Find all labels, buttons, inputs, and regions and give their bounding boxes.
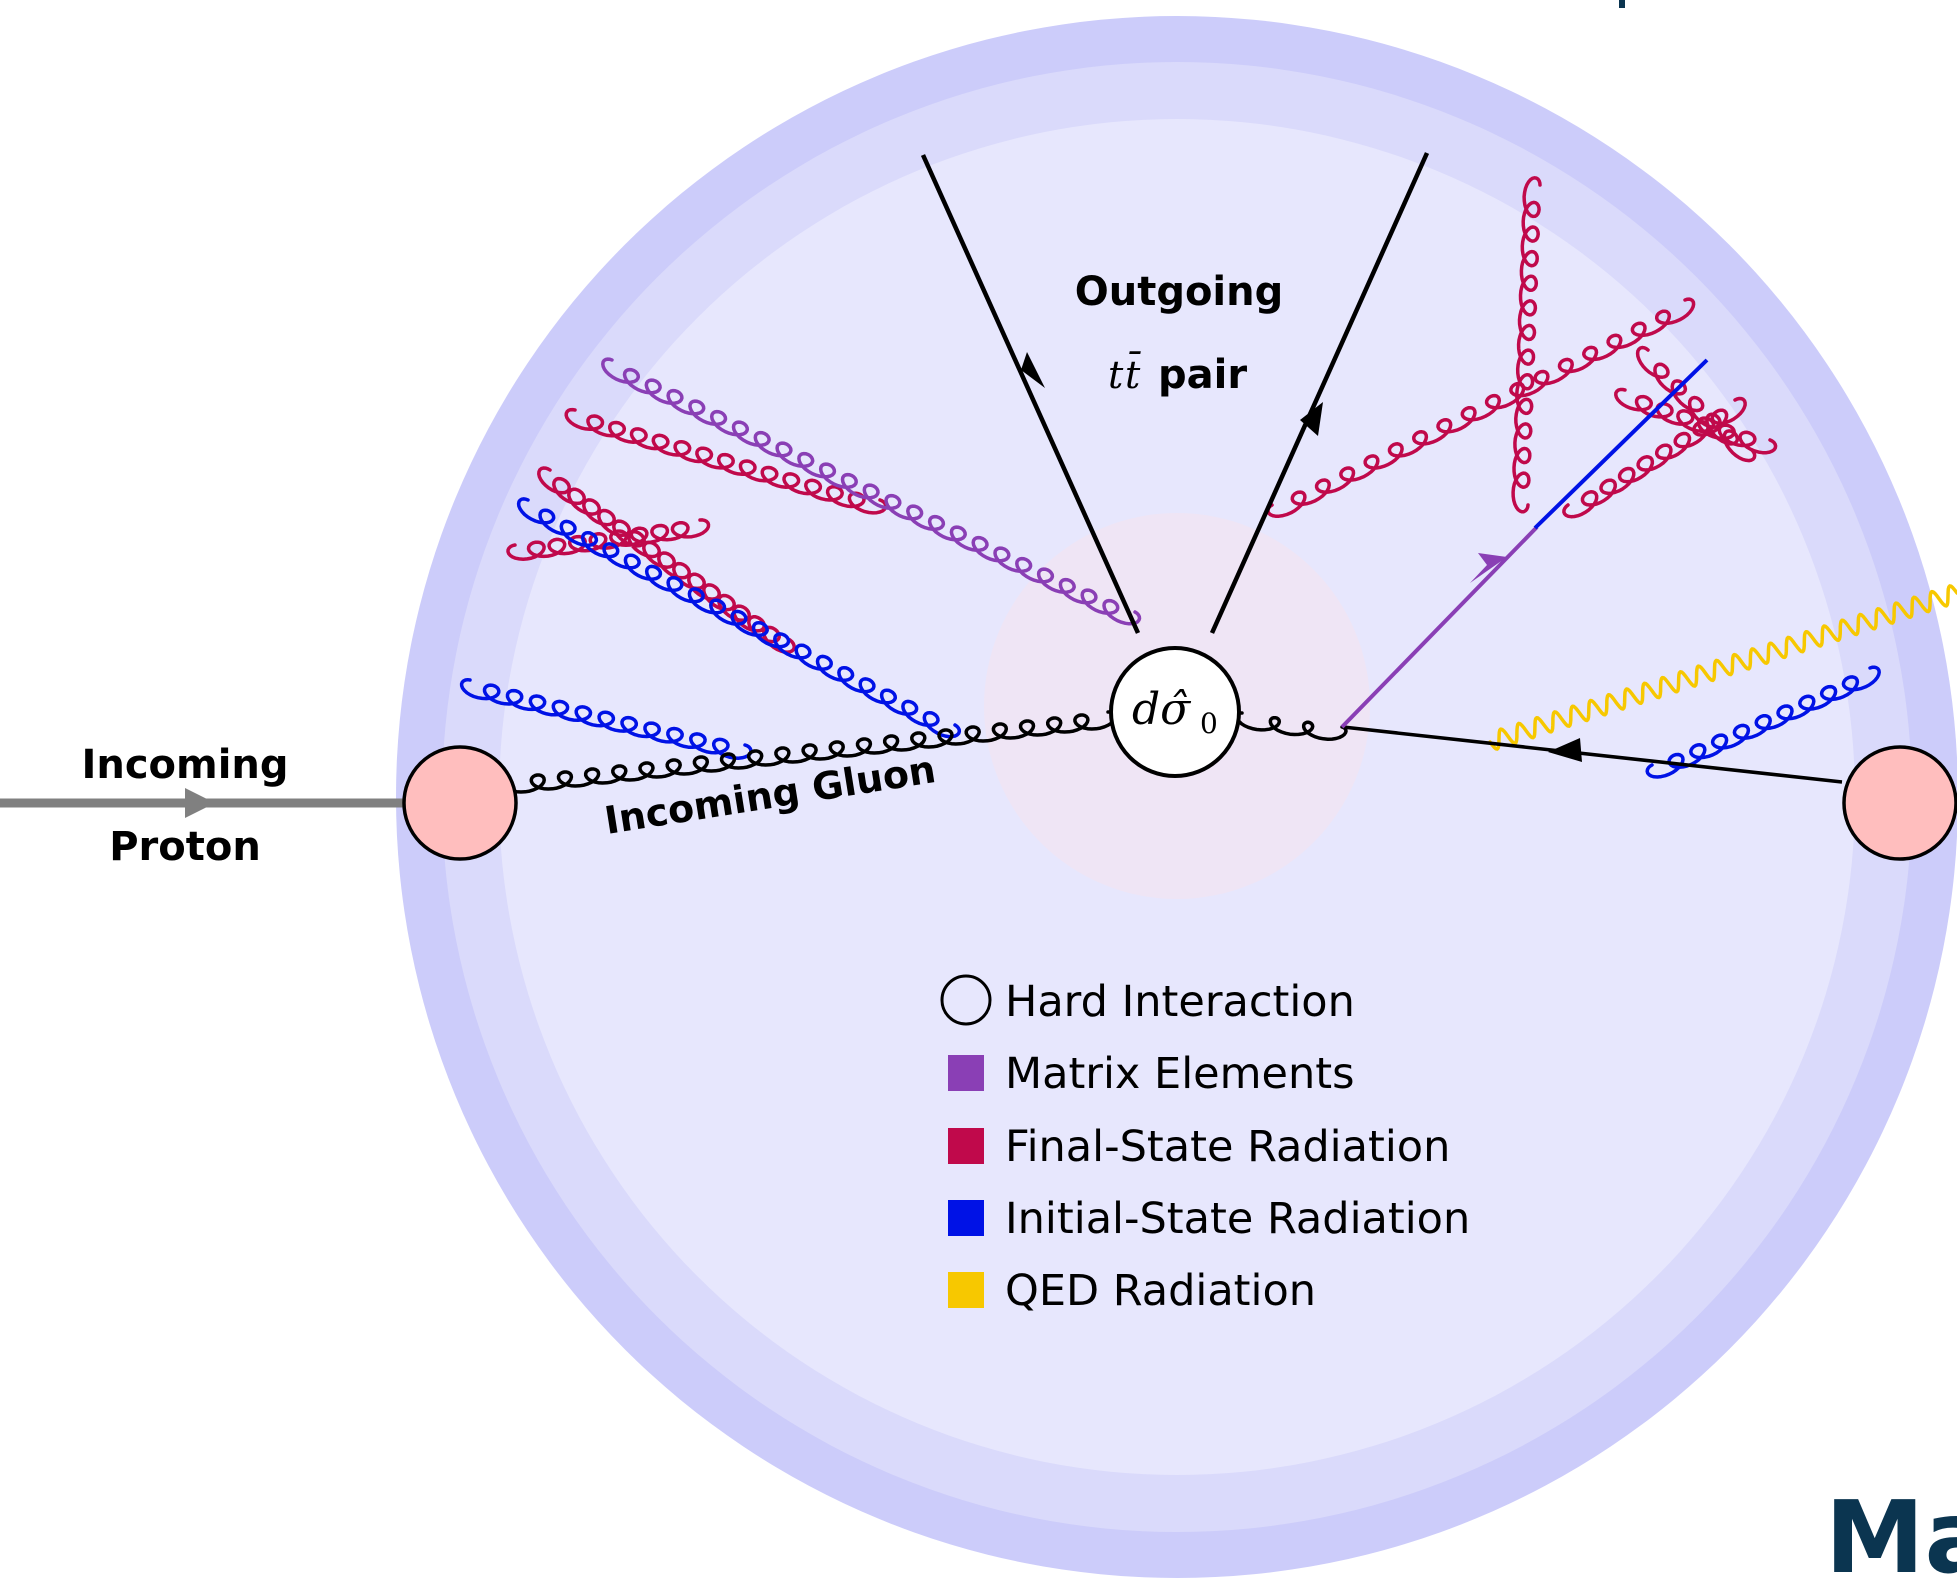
antitop-symbol: t̄: [1125, 352, 1142, 397]
hard-interaction-vertex: [1109, 646, 1241, 778]
outgoing-top-arrowhead: [1021, 352, 1045, 388]
incoming-quark-arrowhead: [1548, 738, 1582, 762]
fsr-gluon: [1511, 176, 1542, 514]
legend-label-initial-state: Initial-State Radiation: [1005, 1194, 1470, 1244]
top-symbol: t: [1108, 353, 1124, 397]
legend-label-hard-interaction: Hard Interaction: [1005, 977, 1355, 1027]
legend-marker-initial-state: [948, 1200, 984, 1236]
me-gluon: [601, 357, 1142, 626]
outgoing-top-line: [920, 154, 1141, 634]
incoming-quark-right: [1342, 725, 1843, 784]
fsr-gluon: [564, 407, 888, 515]
incoming-gluon-curl: [502, 710, 1117, 794]
qed-photon: [1488, 584, 1957, 751]
outgoing-antitop-arrowhead: [1300, 402, 1323, 436]
incoming-proton-label-line1: Incoming: [81, 742, 288, 788]
legend-marker-qed: [948, 1272, 984, 1308]
matrix-element-quark: [1340, 525, 1539, 729]
isr-gluon: [516, 497, 962, 739]
hard-vertex-subscript: 0: [1200, 707, 1218, 740]
outgoing-label-line1: Outgoing: [1075, 269, 1284, 315]
vertex-gluon-curl: [1235, 711, 1348, 741]
outgoing-antitop-line: [1209, 152, 1430, 634]
fsr-gluon: [537, 466, 796, 654]
incoming-proton-label-line2: Proton: [109, 824, 261, 870]
proton-blob-right: [1842, 745, 1957, 861]
matrix-element-gluons: [601, 357, 1142, 626]
qed-radiation-photon: [1488, 584, 1957, 751]
initial-state-quark-line: [1533, 358, 1709, 530]
fsr-gluon: [1635, 345, 1757, 463]
isr-gluon: [459, 677, 753, 760]
fsr-gluon: [1562, 396, 1747, 519]
fsr-gluon: [1614, 387, 1778, 455]
incoming-proton-arrowhead: [185, 788, 215, 818]
initial-state-radiation-gluons: [459, 497, 1881, 779]
hard-vertex-symbol: dσ̂: [1132, 684, 1192, 735]
legend-label-final-state: Final-State Radiation: [1005, 1122, 1450, 1172]
legend-marker-hard-interaction: [940, 974, 992, 1026]
legend-label-qed: QED Radiation: [1005, 1266, 1316, 1316]
legend-marker-final-state: [948, 1128, 984, 1164]
fsr-gluon: [506, 518, 711, 561]
matrix-element-arrowhead: [1470, 553, 1507, 583]
legend-marker-matrix-elements: [948, 1055, 984, 1091]
corner-title-fragment: Ma: [1825, 1479, 1957, 1585]
legend-label-matrix-elements: Matrix Elements: [1005, 1049, 1354, 1099]
outgoing-pair-word: pair: [1158, 352, 1247, 398]
final-state-radiation-gluons: [506, 176, 1778, 654]
fsr-gluon: [1266, 297, 1696, 518]
proton-blob-left: [402, 745, 518, 861]
isr-gluon: [1645, 665, 1881, 779]
legend: Hard Interaction Matrix Elements Final-S…: [940, 974, 1470, 1316]
incoming-gluon-line: [502, 710, 1348, 794]
